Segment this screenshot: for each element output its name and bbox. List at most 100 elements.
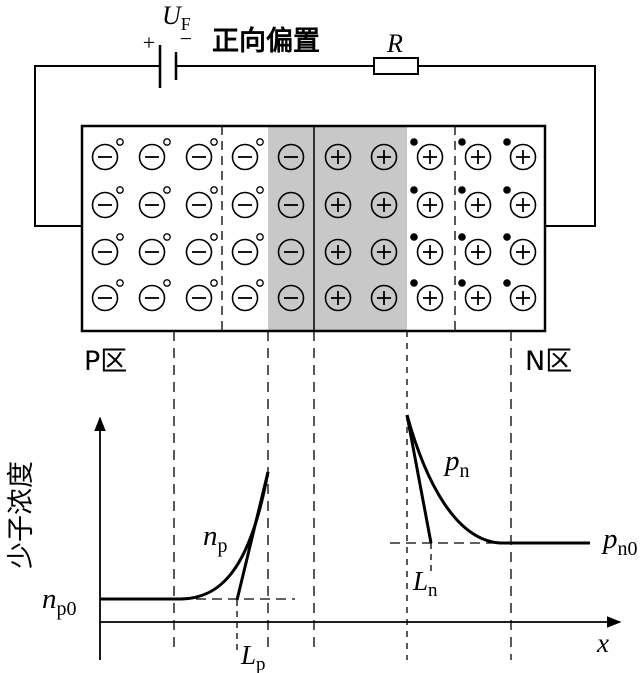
pn0-label: pn0 bbox=[601, 523, 638, 560]
donor-ion bbox=[324, 143, 352, 171]
bias-label: 正向偏置 bbox=[212, 25, 320, 57]
x-axis-label: x bbox=[596, 628, 609, 658]
electron-carrier bbox=[503, 233, 511, 241]
circuit-wire-left bbox=[34, 65, 160, 227]
lp-label-subscript: p bbox=[256, 654, 266, 673]
electron-carrier bbox=[410, 138, 418, 146]
acceptor-ion bbox=[138, 284, 166, 312]
acceptor-ion bbox=[277, 143, 305, 171]
hole-carrier bbox=[256, 186, 264, 194]
donor-ion bbox=[509, 191, 537, 219]
pn-label: pn bbox=[443, 445, 470, 482]
electron-carrier bbox=[458, 279, 466, 287]
donor-ion bbox=[464, 143, 492, 171]
donor-ion bbox=[464, 284, 492, 312]
hole-carrier bbox=[163, 186, 171, 194]
acceptor-ion bbox=[185, 191, 213, 219]
acceptor-ion bbox=[185, 284, 213, 312]
electron-carrier bbox=[410, 233, 418, 241]
hole-carrier bbox=[163, 233, 171, 241]
np0-label-subscript: p0 bbox=[57, 598, 77, 620]
acceptor-ion bbox=[185, 143, 213, 171]
acceptor-ion bbox=[277, 284, 305, 312]
acceptor-ion bbox=[231, 143, 259, 171]
hole-carrier bbox=[256, 138, 264, 146]
junction-block bbox=[80, 124, 547, 333]
hole-carrier bbox=[210, 233, 218, 241]
acceptor-ion bbox=[185, 238, 213, 266]
hole-carrier bbox=[116, 279, 124, 287]
projection-lines bbox=[173, 331, 512, 660]
donor-ion bbox=[509, 284, 537, 312]
donor-ion bbox=[370, 191, 398, 219]
hole-carrier bbox=[116, 138, 124, 146]
hole-carrier bbox=[210, 138, 218, 146]
donor-ion bbox=[416, 143, 444, 171]
donor-ion bbox=[370, 143, 398, 171]
pn0-label-symbol: p bbox=[601, 523, 618, 555]
electron-carrier bbox=[410, 186, 418, 194]
donor-ion bbox=[370, 238, 398, 266]
donor-ion bbox=[416, 284, 444, 312]
pn-label-symbol: p bbox=[443, 445, 460, 477]
electron-carrier bbox=[458, 186, 466, 194]
acceptor-ion bbox=[231, 238, 259, 266]
acceptor-ion bbox=[277, 191, 305, 219]
n-region-label: N区 bbox=[525, 346, 572, 377]
acceptor-ion bbox=[277, 238, 305, 266]
acceptor-ion bbox=[91, 284, 119, 312]
electron-carrier bbox=[503, 138, 511, 146]
hole-carrier bbox=[116, 186, 124, 194]
resistor-label: R bbox=[386, 29, 403, 58]
acceptor-ion bbox=[231, 191, 259, 219]
y-axis-label: 少子浓度 bbox=[6, 461, 37, 569]
hole-carrier bbox=[256, 279, 264, 287]
voltage-symbol: U bbox=[162, 1, 183, 30]
donor-ion bbox=[464, 238, 492, 266]
np-label: np bbox=[203, 520, 228, 557]
hole-carrier bbox=[210, 279, 218, 287]
circuit bbox=[34, 45, 596, 227]
resistor bbox=[373, 57, 419, 75]
pn0-label-subscript: n0 bbox=[618, 538, 638, 560]
acceptor-ion bbox=[138, 191, 166, 219]
battery-minus-sign: − bbox=[180, 26, 192, 51]
acceptor-ion bbox=[138, 143, 166, 171]
hole-carrier bbox=[116, 233, 124, 241]
donor-ion bbox=[509, 238, 537, 266]
acceptor-ion bbox=[91, 191, 119, 219]
voltage-label: UF bbox=[162, 1, 191, 34]
electron-carrier bbox=[410, 279, 418, 287]
donor-ion bbox=[324, 238, 352, 266]
donor-ion bbox=[416, 191, 444, 219]
electron-carrier bbox=[503, 279, 511, 287]
voltage-subscript: F bbox=[181, 14, 191, 34]
ln-label-symbol: L bbox=[412, 566, 428, 596]
hole-carrier bbox=[163, 279, 171, 287]
battery-plus-sign: + bbox=[143, 30, 155, 55]
concentration-graph bbox=[94, 414, 622, 660]
electron-carrier bbox=[458, 233, 466, 241]
np-label-symbol: n bbox=[203, 520, 218, 552]
np0-label: np0 bbox=[42, 583, 77, 620]
pn-tangent-line bbox=[405, 414, 433, 544]
donor-ion bbox=[509, 143, 537, 171]
donor-ion bbox=[464, 191, 492, 219]
donor-ion bbox=[324, 191, 352, 219]
ln-label-subscript: n bbox=[428, 580, 438, 601]
acceptor-ion bbox=[91, 143, 119, 171]
acceptor-ion bbox=[91, 238, 119, 266]
hole-carrier bbox=[256, 233, 264, 241]
acceptor-ion bbox=[231, 284, 259, 312]
pn-curve bbox=[405, 414, 590, 545]
electron-carrier bbox=[458, 138, 466, 146]
acceptor-ion bbox=[138, 238, 166, 266]
np0-label-symbol: n bbox=[42, 583, 57, 615]
p-region-label: P区 bbox=[84, 346, 127, 377]
pn-label-subscript: n bbox=[460, 460, 470, 482]
donor-ion bbox=[324, 284, 352, 312]
donor-ion bbox=[416, 238, 444, 266]
electron-carrier bbox=[503, 186, 511, 194]
ln-label: Ln bbox=[412, 566, 438, 601]
